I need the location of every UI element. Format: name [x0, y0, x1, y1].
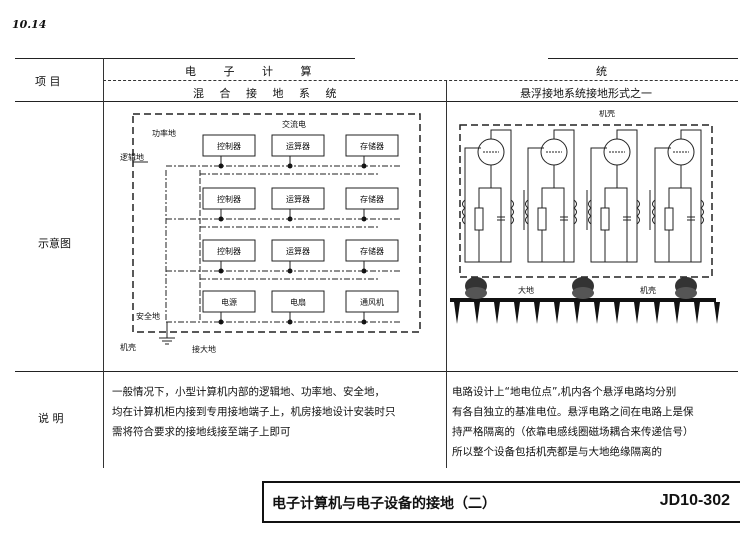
inductor-icon: [573, 199, 577, 225]
row-label-description: 说 明: [38, 412, 64, 425]
inductor-icon: [525, 199, 529, 225]
label-ac: 交流电: [282, 119, 306, 129]
unit-label: 控制器: [217, 194, 241, 204]
resistor-icon: [600, 207, 610, 231]
col-header-left: 混 合 接 地 系 统: [193, 87, 343, 100]
header-bottom-rule: [15, 101, 738, 102]
group-title-right: 统: [596, 65, 607, 78]
hybrid-grounding-diagram: 控制器运算器存储器控制器运算器存储器控制器运算器存储器电源电扇通风机 功率地 逻…: [120, 113, 421, 354]
desc-line: 有各自独立的基准电位。悬浮电路之间在电路上是保: [452, 406, 694, 418]
resistor-icon: [474, 207, 484, 231]
earth-hatch: [614, 302, 620, 324]
earth-hatch: [594, 302, 600, 324]
desc-line: 所以整个设备包括机壳都是与大地绝缘隔离的: [452, 446, 662, 458]
unit-box: [345, 134, 399, 157]
unit-box: [271, 239, 325, 262]
inductor-icon: [700, 199, 704, 225]
earth-hatch: [674, 302, 680, 324]
unit-label: 通风机: [360, 297, 384, 307]
drawing-title: 电子计算机与电子设备的接地（二）: [272, 496, 496, 512]
unit-box: [202, 290, 256, 313]
label-logic-ground: 逻辑地: [120, 152, 144, 162]
earth-hatch: [574, 302, 580, 324]
junction-dot: [218, 319, 224, 325]
unit-label: 电源: [221, 297, 237, 307]
unit-label: 运算器: [286, 246, 310, 256]
desc-line: 一般情况下，小型计算机内部的逻辑地、功率地、安全地，: [112, 386, 385, 398]
item-header: 项 目: [35, 75, 61, 88]
earth-hatch: [554, 302, 560, 324]
earth-hatch: [694, 302, 700, 324]
group-title-left: 电 子 计 算: [185, 65, 324, 78]
inductor-icon: [462, 199, 466, 225]
unit-box: [202, 239, 256, 262]
diagram-bottom-rule: [15, 371, 738, 372]
desc-line: 电路设计上“地电位点”,机内各个悬浮电路均分别: [452, 386, 677, 398]
label-earth: 接大地: [192, 344, 216, 354]
unit-label: 存储器: [360, 194, 384, 204]
table-top-rule: [15, 58, 355, 59]
table-top-rule: [548, 58, 738, 59]
page-number: 10.14: [12, 18, 47, 31]
description-right: 电路设计上“地电位点”,机内各个悬浮电路均分别 有各自独立的基准电位。悬浮电路之…: [452, 382, 694, 462]
junction-dot: [218, 163, 224, 169]
unit-label: 电扇: [290, 297, 306, 307]
unit-box: [271, 134, 325, 157]
unit-label: 控制器: [217, 141, 241, 151]
col-header-right: 悬浮接地系统接地形式之一: [520, 87, 652, 100]
earth-hatch: [514, 302, 520, 324]
description-left: 一般情况下，小型计算机内部的逻辑地、功率地、安全地， 均在计算机柜内接到专用接地…: [112, 382, 396, 442]
unit-label: 运算器: [286, 194, 310, 204]
desc-line: 需将符合要求的接地线接至端子上即可: [112, 426, 291, 438]
unit-label: 存储器: [360, 246, 384, 256]
header-divider: [103, 80, 738, 81]
junction-dot: [218, 216, 224, 222]
unit-box: [345, 239, 399, 262]
unit-box: [271, 290, 325, 313]
desc-line: 持严格隔离的（依靠电感线圈磁场耦合来传递信号）: [452, 426, 694, 438]
earth-hatch: [454, 302, 460, 324]
row-label-diagram: 示意图: [38, 237, 71, 250]
unit-label: 存储器: [360, 141, 384, 151]
inductor-icon: [510, 199, 514, 225]
earth-hatch: [654, 302, 660, 324]
label-chassis-top: 机壳: [599, 110, 615, 118]
unit-label: 运算器: [286, 141, 310, 151]
unit-box: [271, 187, 325, 210]
floating-grounding-diagram: 机壳 大地 机壳: [450, 110, 720, 324]
title-block: 电子计算机与电子设备的接地（二） JD10-302: [262, 481, 740, 523]
unit-box: [345, 187, 399, 210]
desc-line: 均在计算机柜内接到专用接地端子上，机房接地设计安装时只: [112, 406, 396, 418]
safety-ground-loop: [132, 113, 421, 333]
item-column-divider: [103, 58, 104, 468]
earth-hatch: [494, 302, 500, 324]
inductor-icon: [636, 199, 640, 225]
earth-hatch: [634, 302, 640, 324]
chassis-frame: [459, 124, 713, 278]
resistor-icon: [537, 207, 547, 231]
label-earth: 大地: [518, 285, 534, 295]
label-power-ground: 功率地: [152, 128, 176, 138]
label-safety-ground: 安全地: [136, 311, 160, 321]
earth-hatch: [474, 302, 480, 324]
earth-hatch: [714, 302, 720, 324]
inductor-icon: [588, 199, 592, 225]
unit-box: [202, 187, 256, 210]
unit-box: [345, 290, 399, 313]
middle-column-divider: [446, 80, 447, 468]
label-chassis-bottom: 机壳: [640, 285, 656, 295]
earth-hatch: [534, 302, 540, 324]
label-chassis: 机壳: [120, 342, 136, 352]
drawing-code: JD10-302: [659, 492, 730, 509]
unit-box: [202, 134, 256, 157]
resistor-icon: [664, 207, 674, 231]
junction-dot: [218, 268, 224, 274]
inductor-icon: [652, 199, 656, 225]
unit-label: 控制器: [217, 246, 241, 256]
